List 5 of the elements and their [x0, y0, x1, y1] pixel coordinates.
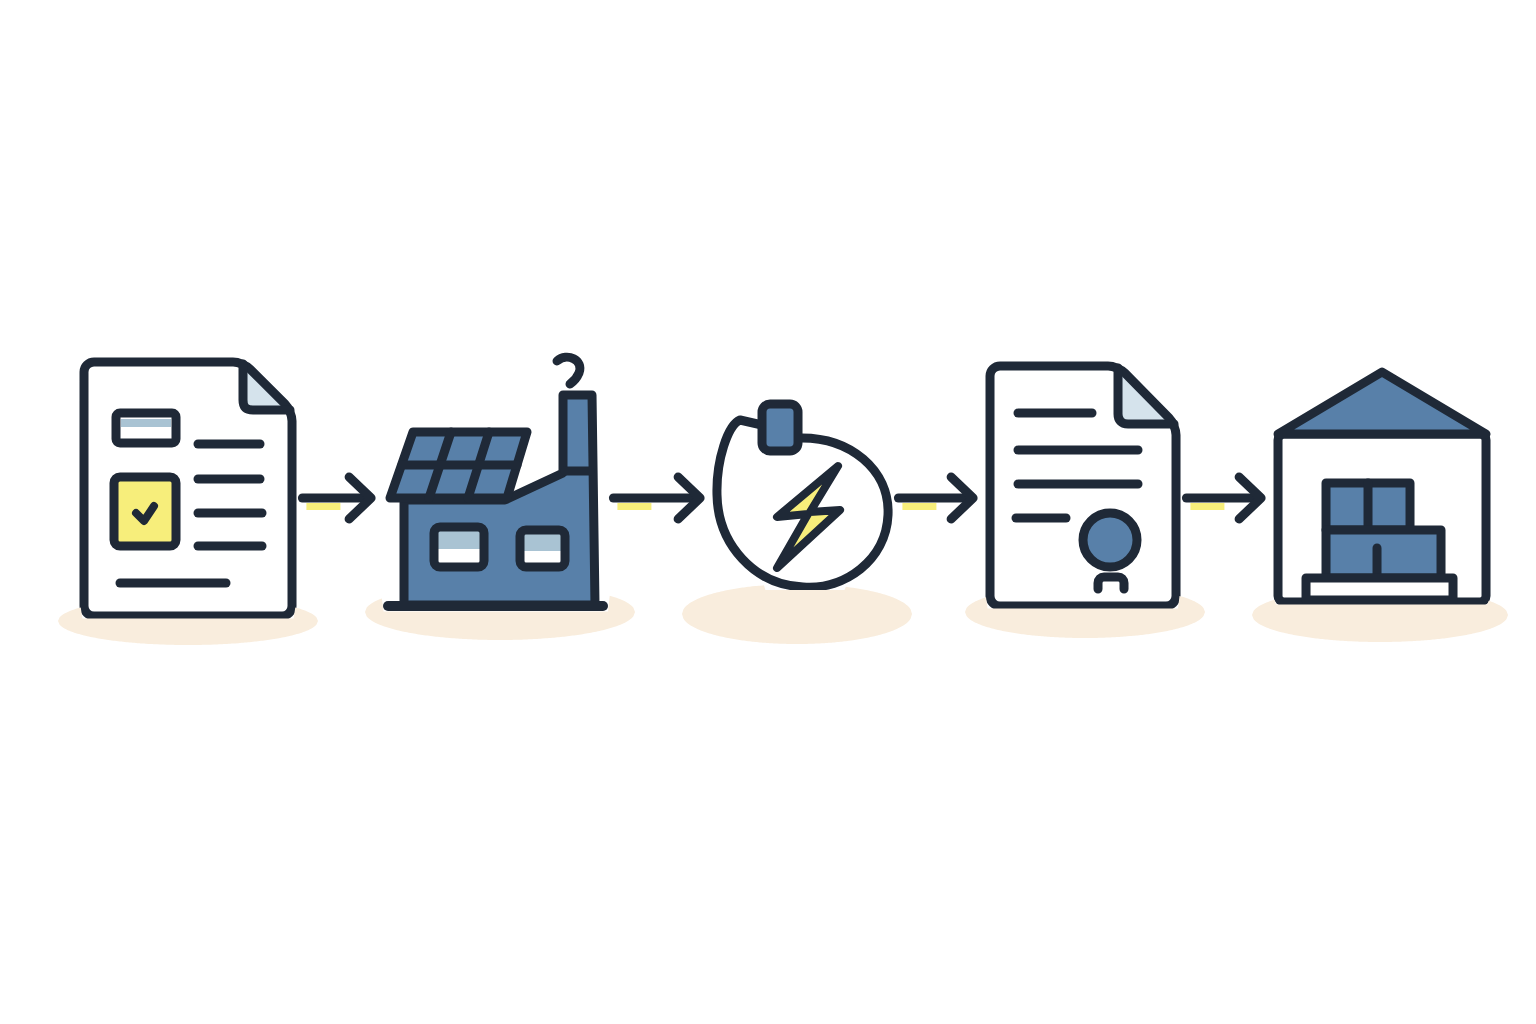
warehouse-drawing [1273, 367, 1491, 607]
document-drawing [79, 357, 297, 621]
certificate-drawing [985, 361, 1181, 611]
charging-cable-drawing [712, 399, 893, 592]
factory-drawing [383, 352, 608, 611]
